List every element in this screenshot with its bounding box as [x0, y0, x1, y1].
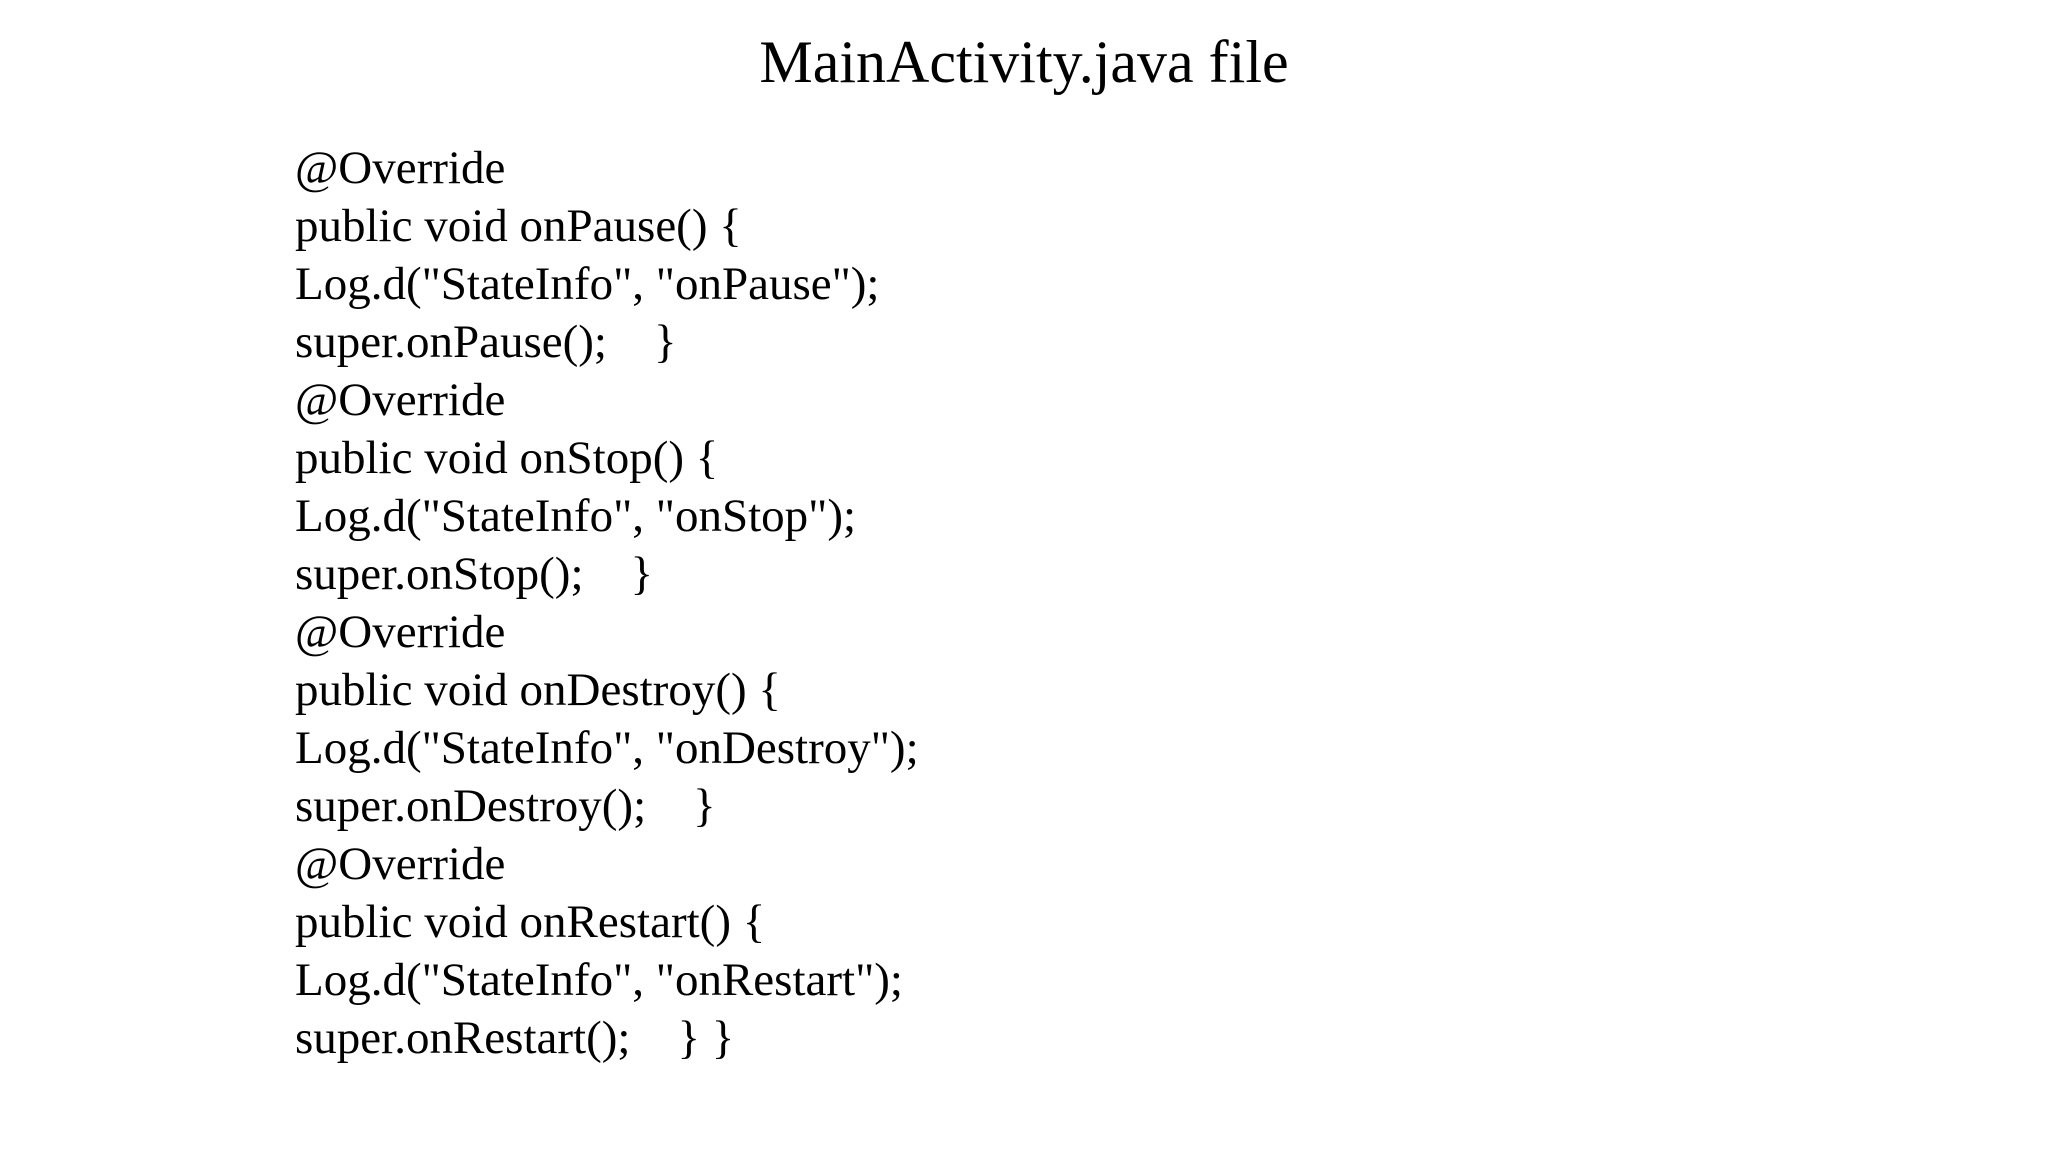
code-line: @Override [295, 374, 506, 426]
page-title: MainActivity.java file [759, 29, 1289, 95]
code-line: super.onDestroy(); } [295, 780, 716, 832]
code-line: Log.d("StateInfo", "onDestroy"); [295, 722, 919, 774]
code-block: @Override public void onPause() { Log.d("S… [295, 139, 919, 1067]
code-line: @Override [295, 606, 506, 658]
code-line: super.onStop(); } [295, 548, 654, 600]
code-line: Log.d("StateInfo", "onRestart"); [295, 954, 903, 1006]
code-line: public void onPause() { [295, 200, 742, 252]
code-line: super.onRestart(); } } [295, 1012, 735, 1064]
code-line: super.onPause(); } [295, 316, 677, 368]
code-line: public void onDestroy() { [295, 664, 781, 716]
code-line: @Override [295, 142, 506, 194]
code-line: public void onRestart() { [295, 896, 766, 948]
code-line: @Override [295, 838, 506, 890]
code-line: public void onStop() { [295, 432, 719, 484]
code-line: Log.d("StateInfo", "onPause"); [295, 258, 880, 310]
code-line: Log.d("StateInfo", "onStop"); [295, 490, 857, 542]
